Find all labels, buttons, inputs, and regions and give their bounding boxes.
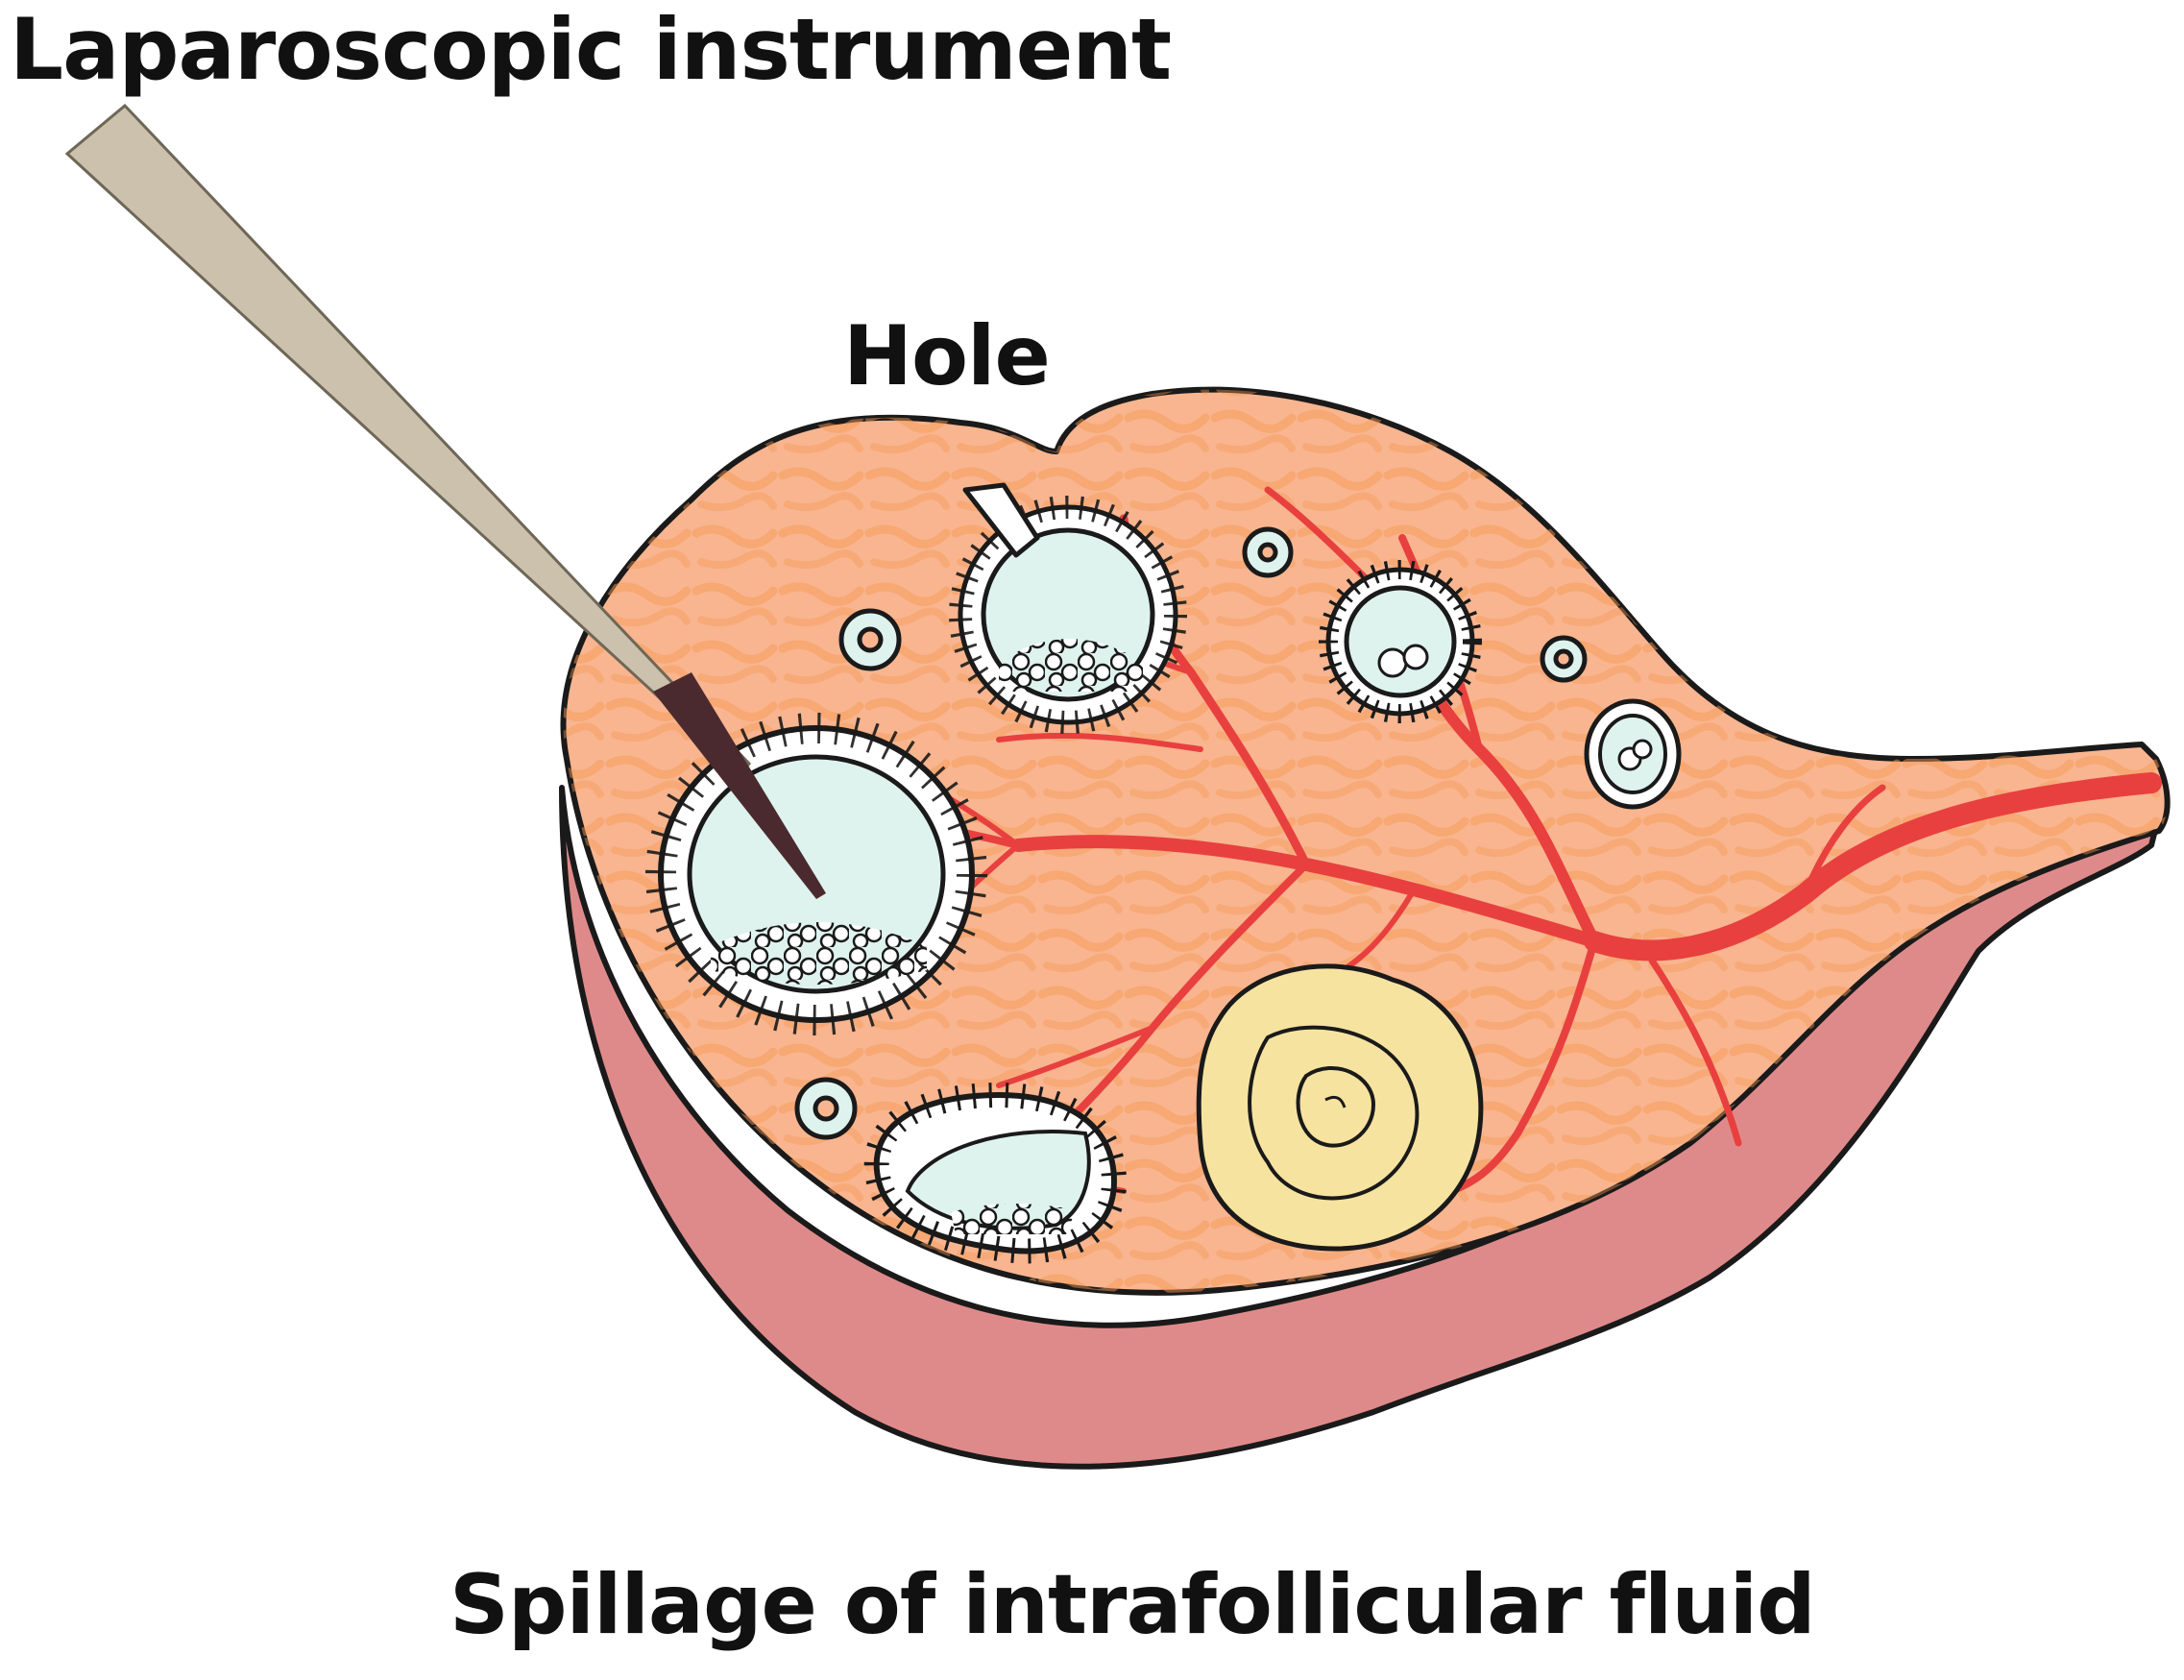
instrument-label: Laparoscopic instrument xyxy=(10,0,1172,99)
punctured-follicle xyxy=(949,482,1187,734)
follicle-small xyxy=(1584,698,1682,810)
hole-opening xyxy=(962,482,1040,558)
follicle-collapsed xyxy=(863,1082,1128,1264)
caption-label: Spillage of intrafollicular fluid xyxy=(449,1557,1816,1653)
laparoscopic-needle-icon xyxy=(64,103,826,899)
follicle-large xyxy=(645,713,987,1035)
follicle-medium xyxy=(1319,560,1482,723)
small-follicles xyxy=(794,526,1588,1140)
hole-label: Hole xyxy=(843,308,1051,404)
corpus-luteum xyxy=(1196,963,1484,1252)
ovary-side xyxy=(559,785,2164,1470)
